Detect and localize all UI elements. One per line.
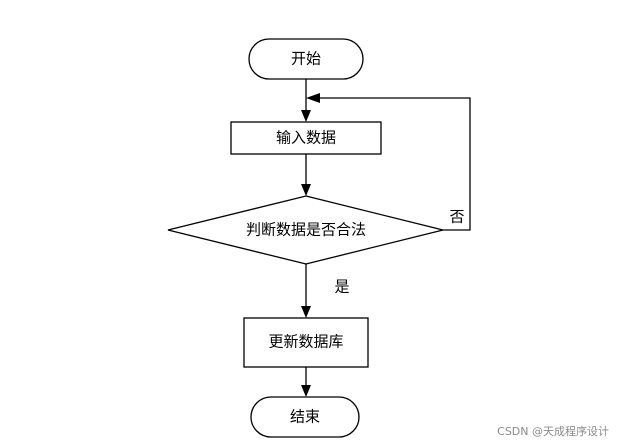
end-label: 结束 [290, 408, 320, 426]
edge-start-to-input [301, 79, 311, 122]
watermark: CSDN @天成程序设计 [497, 425, 609, 438]
decision-label: 判断数据是否合法 [246, 221, 366, 239]
arrowhead [306, 93, 320, 103]
edge-label-yes: 是 [334, 278, 349, 296]
input-node: 输入数据 [230, 121, 382, 155]
update-node: 更新数据库 [243, 317, 369, 368]
edge-update-to-end [301, 367, 311, 397]
edge-input-to-decision [301, 154, 311, 196]
arrowhead [301, 110, 311, 122]
edge-label-no: 否 [449, 208, 464, 226]
end-shape [250, 396, 360, 438]
arrowhead [301, 184, 311, 196]
edge-decision-to-input: 否 [306, 93, 471, 231]
start-node: 开始 [248, 38, 364, 80]
input-label: 输入数据 [276, 129, 336, 147]
start-label: 开始 [291, 50, 321, 68]
decision-node: 判断数据是否合法 [167, 195, 444, 265]
end-node: 结束 [250, 396, 360, 438]
edge-decision-to-update: 是 [301, 264, 350, 318]
edge-line [318, 97, 471, 231]
arrowhead [301, 306, 311, 318]
update-label: 更新数据库 [268, 333, 343, 351]
input-shape [230, 121, 382, 155]
arrowhead [301, 385, 311, 397]
